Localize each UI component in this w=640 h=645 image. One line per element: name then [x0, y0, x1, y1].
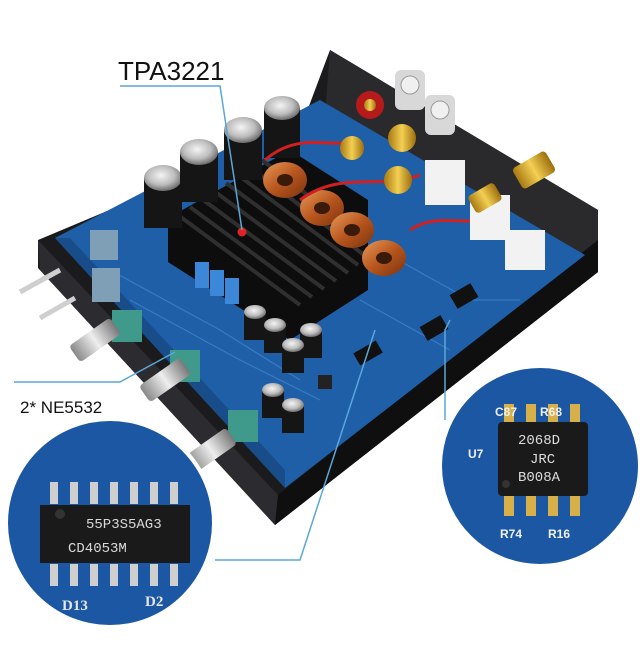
zoom-right-silk-r74: R74 [500, 527, 522, 541]
zoom-left-chip-line2: CD4053M [68, 541, 127, 557]
zoom-right-silk-r68: R68 [540, 405, 562, 419]
zoom-right-jrc2068: 2068D JRC B008A C87 R68 U7 R74 R16 [438, 364, 640, 568]
zoom-left-silk-d13: D13 [62, 598, 88, 614]
inductor-coils [263, 162, 406, 276]
zoom-left-chip-line1: 55P3S5AG3 [86, 517, 162, 533]
volume-knobs [18, 267, 258, 471]
zoom-right-chip-line1: 2068D [518, 433, 560, 449]
zoom-right-chip-line3: B008A [518, 470, 561, 486]
small-components [90, 230, 479, 433]
zoom-right-silk-c87: C87 [495, 405, 517, 419]
zoom-left-cd4053: 55P3S5AG3 CD4053M D13 D2 [4, 417, 216, 629]
tpa3221-label: TPA3221 [118, 56, 225, 86]
main-capacitors [144, 96, 300, 228]
callout-lines [14, 85, 451, 561]
ne5532-label: 2* NE5532 [20, 398, 103, 417]
zoom-right-silk-u7: U7 [468, 447, 484, 461]
speaker-terminals [264, 70, 555, 270]
zoom-left-silk-d2: D2 [145, 594, 163, 610]
zoom-right-chip-line2: JRC [530, 452, 555, 468]
zoom-right-silk-r16: R16 [548, 527, 570, 541]
